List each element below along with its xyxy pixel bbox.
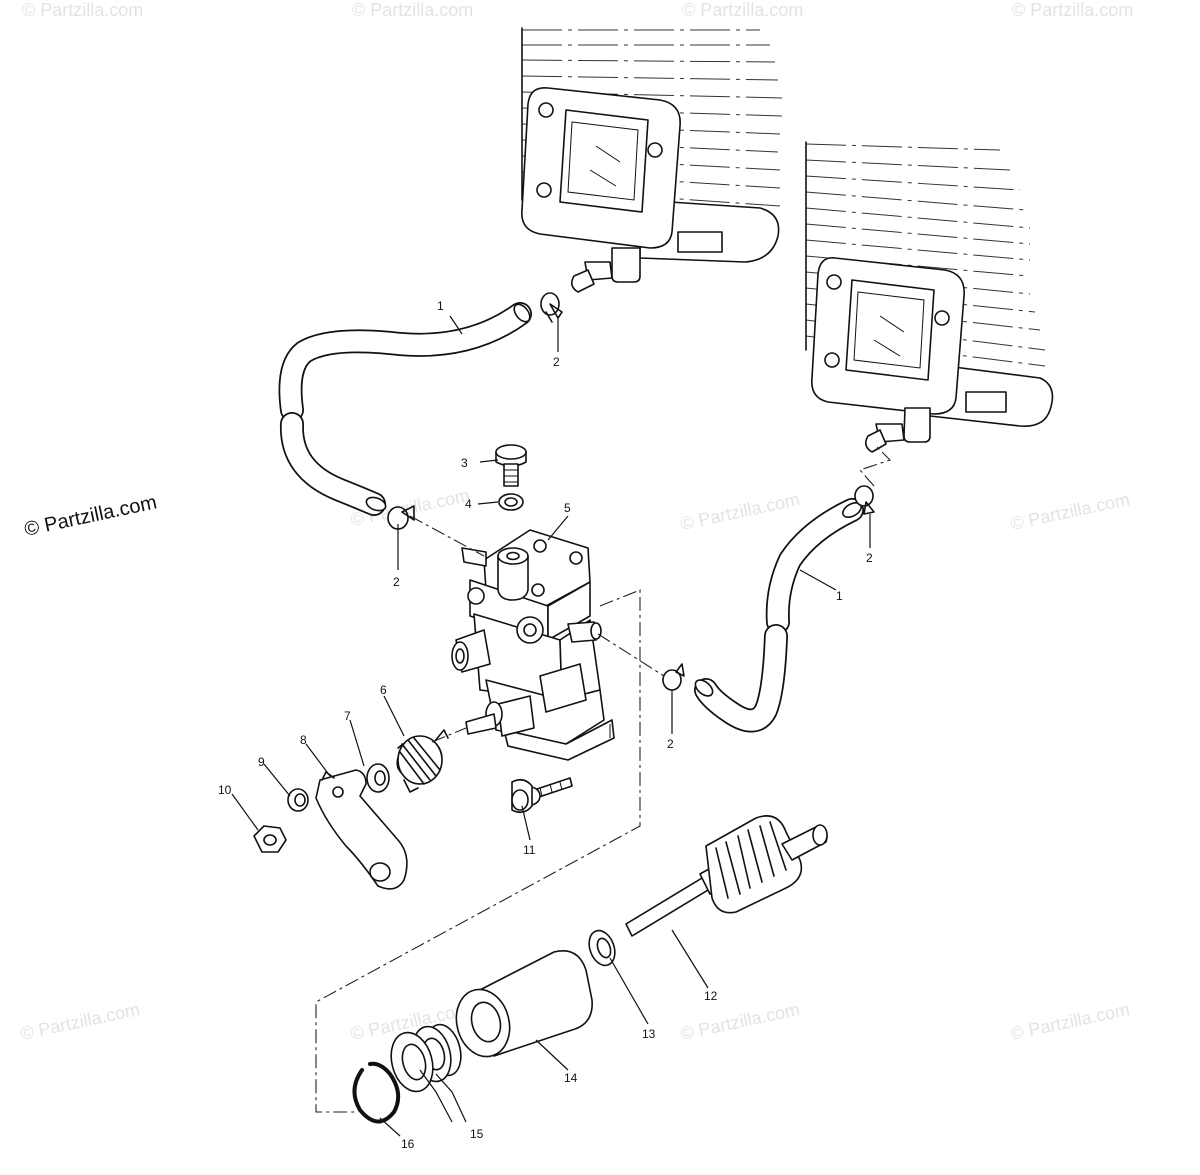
retaining-clip bbox=[287, 788, 309, 812]
washer bbox=[498, 493, 524, 511]
callout-5: 5 bbox=[564, 501, 571, 515]
pump-control-lever bbox=[315, 769, 408, 890]
pump-drive-shaft bbox=[625, 815, 828, 937]
callout-2: 2 bbox=[393, 575, 400, 589]
callout-6: 6 bbox=[380, 683, 387, 697]
callout-13: 13 bbox=[642, 1027, 656, 1041]
callout-12: 12 bbox=[704, 989, 718, 1003]
callout-1: 1 bbox=[437, 299, 444, 313]
left-cylinder bbox=[521, 27, 783, 293]
right-cylinder bbox=[805, 141, 1054, 453]
callout-4: 4 bbox=[465, 497, 472, 511]
callout-3: 3 bbox=[461, 456, 468, 470]
banjo-screw bbox=[495, 444, 527, 487]
callout-2: 2 bbox=[553, 355, 560, 369]
return-spring bbox=[396, 729, 449, 793]
watermark: © Partzilla.com bbox=[1012, 0, 1133, 20]
callout-15: 15 bbox=[470, 1127, 484, 1141]
watermark: © Partzilla.com bbox=[679, 489, 802, 534]
oil-hose-right bbox=[694, 498, 864, 733]
thrust-washer bbox=[588, 929, 616, 967]
watermark: © Partzilla.com bbox=[352, 0, 473, 20]
leader-lines bbox=[231, 315, 871, 1137]
lever-washer bbox=[366, 763, 390, 793]
mounting-screw bbox=[511, 777, 573, 814]
callout-8: 8 bbox=[300, 733, 307, 747]
snap-ring bbox=[352, 1061, 401, 1124]
hose-clamp-top bbox=[540, 292, 563, 323]
watermark: © Partzilla.com bbox=[679, 999, 802, 1044]
partzilla-credit: © Partzilla.com bbox=[22, 491, 158, 541]
callout-11: 11 bbox=[523, 843, 536, 857]
callout-2: 2 bbox=[866, 551, 873, 565]
callout-1: 1 bbox=[836, 589, 843, 603]
hose-clamp-right-top bbox=[854, 485, 875, 515]
watermark: © Partzilla.com bbox=[1009, 999, 1132, 1044]
callout-9: 9 bbox=[258, 755, 265, 769]
bushing bbox=[455, 950, 593, 1058]
callout-10: 10 bbox=[218, 783, 232, 797]
callout-2: 2 bbox=[667, 737, 674, 751]
callout-7: 7 bbox=[344, 709, 351, 723]
oil-seal-set bbox=[390, 1023, 462, 1093]
callouts: 1 2 3 4 5 2 2 1 2 6 7 8 9 10 11 12 13 14… bbox=[218, 299, 873, 1151]
hose-clamp-right bbox=[662, 663, 685, 691]
watermark: © Partzilla.com bbox=[22, 0, 143, 20]
watermark: © Partzilla.com bbox=[682, 0, 803, 20]
lock-nut bbox=[253, 825, 287, 853]
oil-pump bbox=[451, 529, 615, 761]
alignment-lines bbox=[315, 445, 892, 1113]
oil-hose-left bbox=[278, 302, 532, 516]
watermark: © Partzilla.com bbox=[1009, 489, 1132, 534]
callout-16: 16 bbox=[401, 1137, 415, 1151]
callout-14: 14 bbox=[564, 1071, 578, 1085]
watermark: © Partzilla.com bbox=[19, 999, 142, 1044]
